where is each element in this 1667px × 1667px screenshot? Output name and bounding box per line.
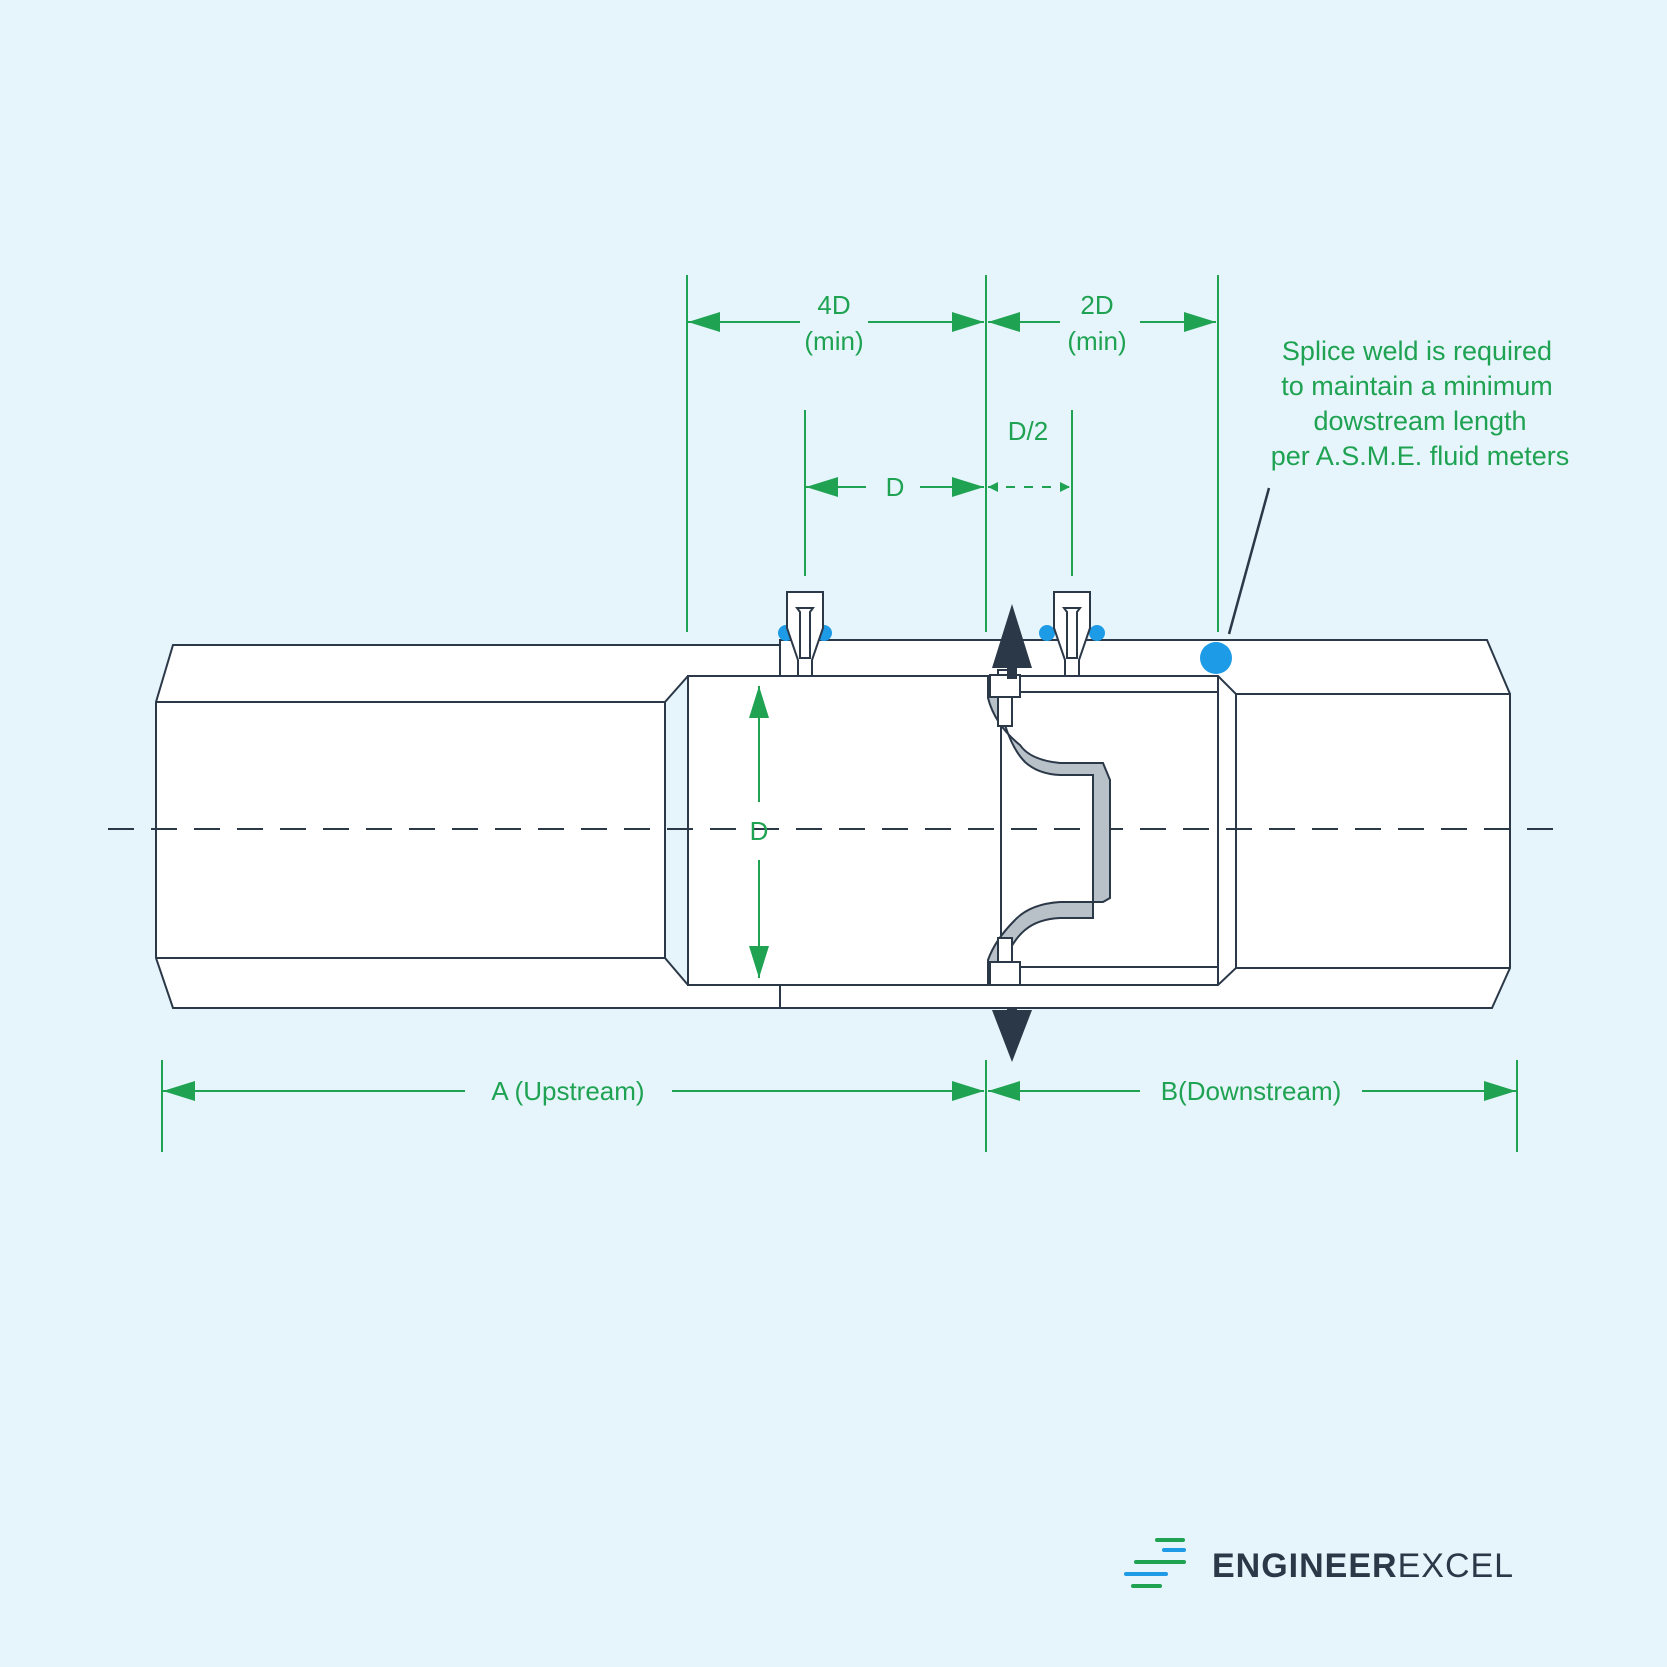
dimension-labels: 4D (min) 2D (min) D D/2 D A (Upstream) B… [491,290,1341,1106]
note-line-4: per A.S.M.E. fluid meters [1271,441,1570,471]
logo-brand-bold: ENGINEER [1212,1547,1398,1585]
arrow-down-icon [992,1010,1032,1062]
dim-2d-label: 2D [1080,290,1113,320]
splice-weld-note: Splice weld is required to maintain a mi… [1271,336,1570,471]
note-line-1: Splice weld is required [1282,336,1552,366]
logo-brand-light: EXCEL [1398,1547,1515,1585]
plate-direction-arrows [992,604,1032,1062]
dim-d-half-label: D/2 [1008,416,1048,446]
orifice-plate [987,669,1111,986]
dim-4d-label: 4D [817,290,850,320]
pressure-tap-downstream [1039,591,1105,677]
dim-2d-qualifier: (min) [1067,326,1126,356]
weld-dot [1200,642,1232,674]
note-line-3: dowstream length [1313,406,1526,436]
dimension-lines [161,275,1518,1152]
pipe-assembly [155,639,1511,1009]
dim-downstream-label: B(Downstream) [1161,1076,1342,1106]
engineerexcel-logo: ENGINEEREXCEL [1124,1538,1514,1588]
note-line-2: to maintain a minimum [1281,371,1553,401]
dim-diameter-label: D [750,816,769,846]
dim-upstream-label: A (Upstream) [491,1076,644,1106]
splice-weld [1200,487,1271,674]
downstream-pipe [1217,676,1510,985]
callout-leader [1227,487,1271,635]
arrow-up-icon [992,604,1032,668]
svg-text:ENGINEEREXCEL: ENGINEEREXCEL [1212,1547,1514,1585]
upstream-pipe [155,644,781,1009]
dim-d-tap-label: D [886,472,905,502]
speed-lines-icon [1124,1538,1186,1588]
dim-4d-qualifier: (min) [804,326,863,356]
meter-tube [687,639,1511,1009]
pressure-tap-upstream [778,591,832,677]
